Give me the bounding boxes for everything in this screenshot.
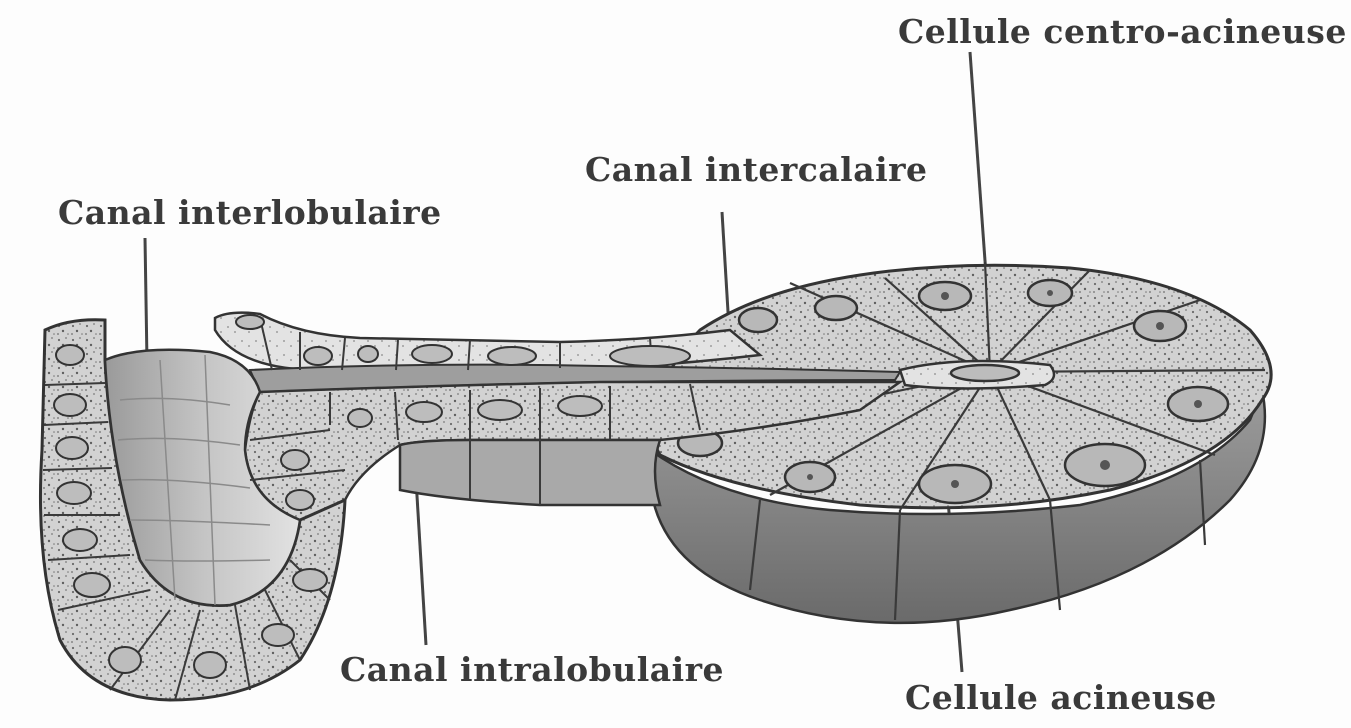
label-cellule-centro-acineuse: Cellule centro-acineuse (898, 12, 1347, 51)
label-cellule-acineuse: Cellule acineuse (905, 678, 1217, 717)
duct-lower-face (400, 440, 660, 505)
leader-interlobulaire (145, 238, 147, 362)
label-canal-interlobulaire: Canal interlobulaire (58, 193, 442, 232)
label-canal-intercalaire: Canal intercalaire (585, 150, 928, 189)
label-canal-intralobulaire: Canal intralobulaire (340, 650, 724, 689)
